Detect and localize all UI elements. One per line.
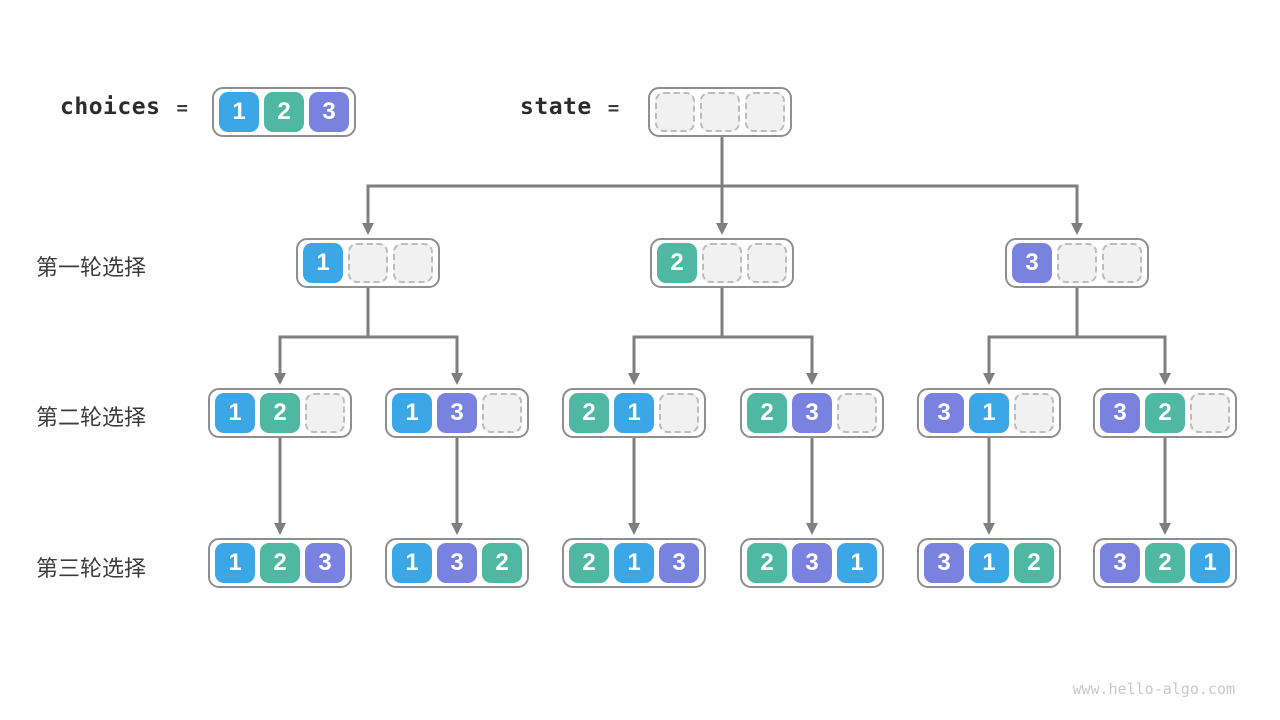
- state-expression: state =: [520, 94, 619, 120]
- array-cell: 1: [614, 543, 654, 583]
- array-cell: 1: [969, 393, 1009, 433]
- node-round2-12: 1 2: [208, 388, 352, 438]
- array-cell: [700, 92, 740, 132]
- array-cell: [659, 393, 699, 433]
- array-cell: 3: [305, 543, 345, 583]
- array-cell: [1190, 393, 1230, 433]
- array-cell: [1014, 393, 1054, 433]
- array-cell: 3: [924, 393, 964, 433]
- array-cell: [655, 92, 695, 132]
- array-cell: 2: [569, 393, 609, 433]
- array-cell: 2: [482, 543, 522, 583]
- array-cell: [702, 243, 742, 283]
- node-round1-1: 1: [296, 238, 440, 288]
- node-round3-123: 1 2 3: [208, 538, 352, 588]
- array-cell: 2: [747, 393, 787, 433]
- array-cell: 1: [215, 393, 255, 433]
- array-cell: [1102, 243, 1142, 283]
- array-cell: 3: [1100, 543, 1140, 583]
- node-round2-23: 2 3: [740, 388, 884, 438]
- array-cell: 3: [309, 92, 349, 132]
- array-cell: 1: [969, 543, 1009, 583]
- array-cell: 2: [657, 243, 697, 283]
- node-round2-31: 3 1: [917, 388, 1061, 438]
- node-round1-3: 3: [1005, 238, 1149, 288]
- state-label: state: [520, 94, 592, 120]
- array-cell: 1: [392, 543, 432, 583]
- array-cell: [1057, 243, 1097, 283]
- node-round3-213: 2 1 3: [562, 538, 706, 588]
- array-cell: 3: [924, 543, 964, 583]
- array-cell: 3: [1012, 243, 1052, 283]
- array-cell: [745, 92, 785, 132]
- choices-expression: choices =: [60, 94, 188, 120]
- array-cell: 3: [437, 393, 477, 433]
- array-cell: 2: [1014, 543, 1054, 583]
- site-watermark: www.hello-algo.com: [1072, 680, 1235, 698]
- array-cell: 2: [260, 543, 300, 583]
- array-cell: 3: [1100, 393, 1140, 433]
- array-cell: 2: [1145, 393, 1185, 433]
- array-cell: 1: [614, 393, 654, 433]
- array-cell: 2: [1145, 543, 1185, 583]
- array-cell: 2: [747, 543, 787, 583]
- node-round1-2: 2: [650, 238, 794, 288]
- array-cell: [348, 243, 388, 283]
- array-cell: [393, 243, 433, 283]
- node-round2-21: 2 1: [562, 388, 706, 438]
- array-cell: 3: [437, 543, 477, 583]
- array-cell: 1: [303, 243, 343, 283]
- array-cell: 1: [392, 393, 432, 433]
- node-round3-321: 3 2 1: [1093, 538, 1237, 588]
- array-cell: 1: [215, 543, 255, 583]
- node-round2-13: 1 3: [385, 388, 529, 438]
- array-cell: 2: [260, 393, 300, 433]
- choices-label: choices: [60, 94, 161, 120]
- array-cell: [837, 393, 877, 433]
- array-cell: [482, 393, 522, 433]
- node-round3-312: 3 1 2: [917, 538, 1061, 588]
- equals-sign: =: [176, 97, 188, 119]
- node-round2-32: 3 2: [1093, 388, 1237, 438]
- array-cell: 2: [264, 92, 304, 132]
- row-label-round-2: 第二轮选择: [36, 405, 147, 430]
- array-cell: 1: [837, 543, 877, 583]
- node-round3-132: 1 3 2: [385, 538, 529, 588]
- row-label-round-1: 第一轮选择: [36, 255, 147, 280]
- equals-sign: =: [607, 97, 620, 119]
- array-cell: 3: [792, 543, 832, 583]
- state-array: [648, 87, 792, 137]
- array-cell: [305, 393, 345, 433]
- array-cell: [747, 243, 787, 283]
- choices-array: 1 2 3: [212, 87, 356, 137]
- node-round3-231: 2 3 1: [740, 538, 884, 588]
- connector-group: [274, 137, 1171, 535]
- array-cell: 1: [1190, 543, 1230, 583]
- array-cell: 2: [569, 543, 609, 583]
- array-cell: 3: [659, 543, 699, 583]
- array-cell: 3: [792, 393, 832, 433]
- array-cell: 1: [219, 92, 259, 132]
- row-label-round-3: 第三轮选择: [36, 556, 147, 581]
